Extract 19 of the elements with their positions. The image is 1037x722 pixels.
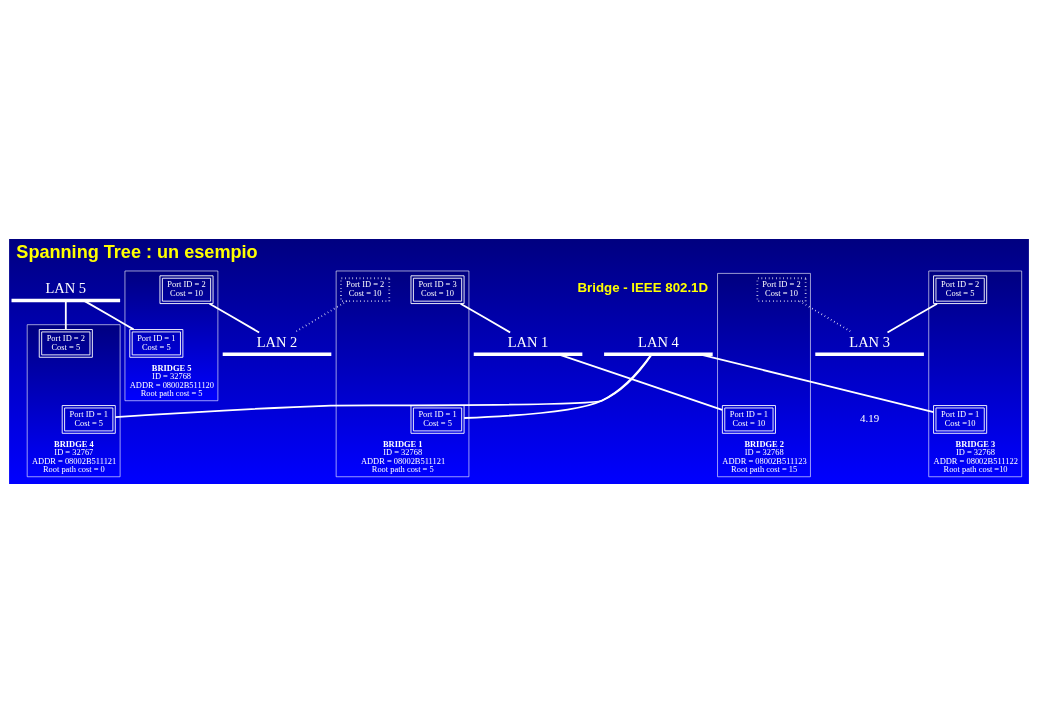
node-text: LAN 5 [45,279,86,296]
connector [114,352,653,418]
connector [698,352,934,413]
connector [886,302,938,333]
connector [462,352,652,419]
node-box: Port ID = 2 Cost = 10 [339,276,390,302]
connector [64,299,67,330]
diagram-title: Spanning Tree : un esempio [15,241,258,262]
node-text: LAN 2 [256,333,297,350]
connector [82,299,135,330]
connector [208,302,260,333]
connector [459,302,511,333]
connector [557,352,723,411]
node-text: LAN 3 [848,333,890,350]
node-text: LAN 4 [637,333,679,350]
label: 4.19 [859,411,879,424]
node-text: LAN 1 [507,333,548,350]
label: Bridge - IEEE 802.1D [577,279,708,295]
node-box: Port ID = 2 Cost = 10 [755,276,807,302]
